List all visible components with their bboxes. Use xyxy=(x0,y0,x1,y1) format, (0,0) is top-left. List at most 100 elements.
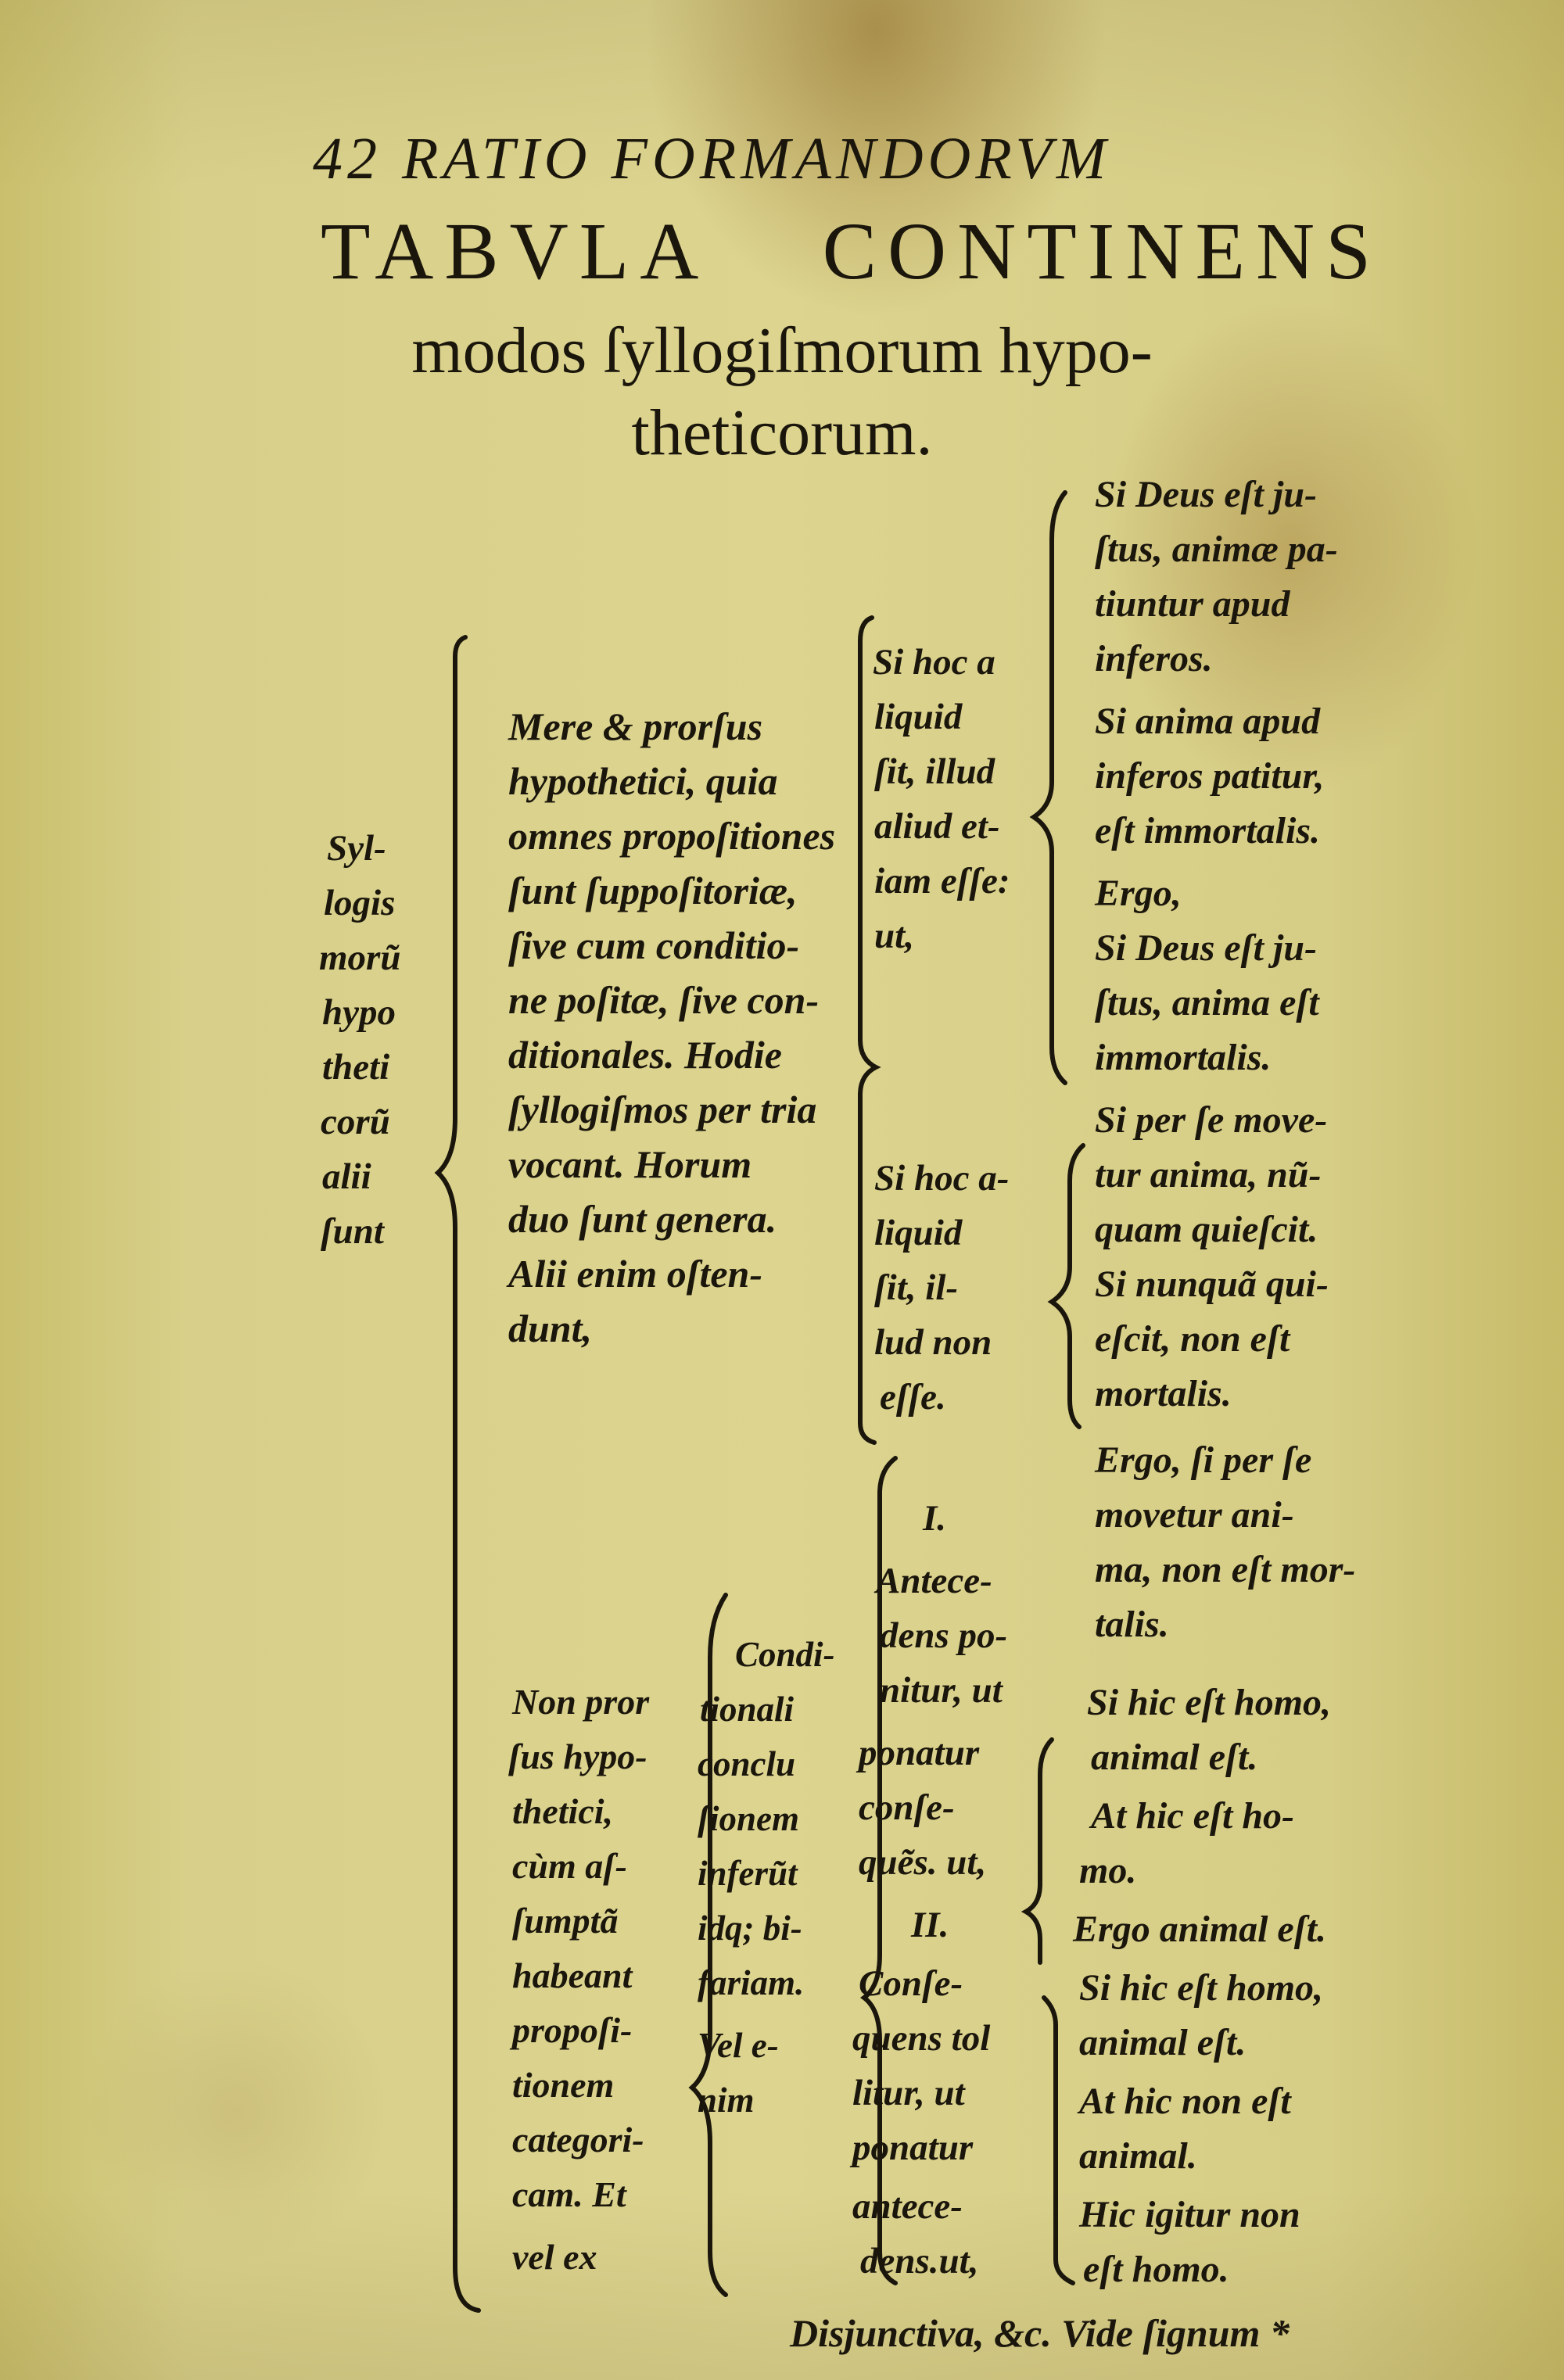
mere-line: Alii enim oſten- xyxy=(508,1252,762,1296)
mere-line: Mere & prorſus xyxy=(508,704,763,748)
si-hoc-a-line: ſit, illud xyxy=(874,751,995,792)
conditionali-line: Vel e- xyxy=(698,2026,779,2065)
example-2-line: Ergo, ſi per ſe xyxy=(1095,1439,1312,1481)
example-2-line: movetur ani- xyxy=(1095,1494,1294,1536)
modes-line: quẽs. ut, xyxy=(859,1842,987,1883)
example-2-line: Si nunquã qui- xyxy=(1095,1263,1329,1305)
example-3-line: Hic igitur non xyxy=(1079,2194,1300,2235)
example-3-line: eſt homo. xyxy=(1083,2249,1229,2290)
non-prorsus-line: Non pror xyxy=(512,1682,650,1722)
conditionali-line: ſionem xyxy=(698,1799,799,1838)
running-head-text: RATIO FORMANDORVM xyxy=(402,126,1111,192)
conditionali-line: fariam. xyxy=(698,1963,805,2002)
footer-catchline: Disjunctiva, &c. Vide ſignum * xyxy=(790,2311,1290,2355)
title-line-2: modos ſyllogiſmorum hypo- xyxy=(411,314,1153,387)
mere-line: duo ſunt genera. xyxy=(508,1197,777,1241)
si-hoc-b-line: lud non xyxy=(874,1322,992,1363)
page-number: 42 xyxy=(313,126,382,192)
example-3-line: animal eſt. xyxy=(1079,2022,1247,2063)
example-1-line: tiuntur apud xyxy=(1095,583,1290,625)
example-2-line: quam quieſcit. xyxy=(1095,1209,1318,1250)
example-1-line: inferos. xyxy=(1095,638,1213,679)
example-3-line: mo. xyxy=(1079,1850,1137,1891)
modes-line: Conſe- xyxy=(859,1963,963,2004)
root-line: ſunt xyxy=(321,1211,384,1252)
example-1-line: Si Deus eſt ju- xyxy=(1095,927,1318,969)
ex2-brace xyxy=(1047,1143,1085,1429)
modes-line: Antece- xyxy=(876,1561,992,1601)
example-3-line: At hic eſt ho- xyxy=(1091,1795,1294,1837)
modes-line: dens.ut, xyxy=(860,2241,979,2281)
root-brace xyxy=(434,635,481,2313)
modes-line: antece- xyxy=(852,2186,963,2227)
si-hoc-b-line: ſit, il- xyxy=(874,1267,959,1308)
mere-line: omnes propoſitiones xyxy=(508,814,836,858)
ex3b-brace xyxy=(1042,1995,1075,2285)
example-3-line: animal. xyxy=(1079,2135,1197,2177)
title-line-3: theticorum. xyxy=(631,396,933,469)
non-prorsus-line: thetici, xyxy=(512,1791,614,1831)
conditionali-brace xyxy=(688,1593,728,2297)
example-2-line: eſcit, non eſt xyxy=(1095,1318,1290,1360)
root-line: theti xyxy=(322,1047,390,1088)
example-1-line: eſt immortalis. xyxy=(1095,810,1320,851)
conditionali-line: Condi- xyxy=(735,1635,835,1674)
modes-line: ponatur xyxy=(852,2127,974,2168)
modes-line: ponatur xyxy=(859,1733,980,1773)
example-2-line: tur anima, nũ- xyxy=(1095,1154,1322,1195)
mere-line: dunt, xyxy=(508,1306,593,1350)
mere-line: vocant. Horum xyxy=(508,1142,752,1186)
si-hoc-a-line: liquid xyxy=(874,697,963,737)
non-prorsus-line: ſus hypo- xyxy=(508,1737,647,1776)
non-prorsus-line: vel ex xyxy=(512,2237,597,2277)
non-prorsus-line: ſumptã xyxy=(512,1901,619,1941)
example-1-line: ſtus, anima eſt xyxy=(1095,982,1319,1023)
example-1-line: ſtus, animæ pa- xyxy=(1095,529,1338,570)
example-1-line: Ergo, xyxy=(1095,873,1182,914)
example-2-line: mortalis. xyxy=(1095,1373,1232,1414)
si-hoc-a-line: Si hoc a xyxy=(873,642,995,683)
modes-line: conſe- xyxy=(859,1787,955,1828)
root-line: logis xyxy=(324,883,396,923)
conditionali-line: nim xyxy=(698,2081,755,2120)
si-hoc-a-line: ut, xyxy=(874,916,914,956)
mere-line: ditionales. Hodie xyxy=(508,1033,782,1077)
conditionali-line: idq; bi- xyxy=(698,1909,802,1948)
example-1-line: immortalis. xyxy=(1095,1037,1272,1078)
ex1-brace xyxy=(1029,490,1067,1085)
title-line-1: TABVLA CONTINENS xyxy=(321,206,1382,296)
example-3-line: At hic non eſt xyxy=(1079,2081,1291,2122)
non-prorsus-line: propoſi- xyxy=(512,2010,633,2050)
si-hoc-b-line: liquid xyxy=(874,1213,963,1253)
non-prorsus-line: cùm aſ- xyxy=(512,1846,627,1886)
root-line: Syl- xyxy=(327,828,386,869)
example-3-line: animal eſt. xyxy=(1091,1737,1258,1778)
root-line: alii xyxy=(322,1156,371,1197)
conditionali-line: tionali xyxy=(700,1690,795,1729)
non-prorsus-line: habeant xyxy=(512,1955,633,1995)
ex3-brace xyxy=(1021,1737,1054,1965)
modes-line: I. xyxy=(923,1498,947,1539)
si-hoc-b-line: Si hoc a- xyxy=(874,1158,1010,1199)
example-3-line: Ergo animal eſt. xyxy=(1073,1909,1327,1950)
non-prorsus-line: tionem xyxy=(512,2065,615,2105)
mere-line: ne poſitæ, ſive con- xyxy=(508,978,820,1022)
modes-line: quens tol xyxy=(852,2018,991,2059)
modes-brace xyxy=(860,1456,898,2285)
si-hoc-a-line: aliud et- xyxy=(874,806,1000,847)
conditionali-line: inferũt xyxy=(698,1854,798,1893)
mere-brace xyxy=(858,615,881,1445)
si-hoc-a-line: iam eſſe: xyxy=(874,861,1010,901)
non-prorsus-line: categori- xyxy=(512,2120,644,2160)
example-2-line: Si per ſe move- xyxy=(1095,1099,1328,1141)
root-line: hypo xyxy=(322,992,396,1033)
modes-line: dens po- xyxy=(880,1615,1008,1656)
mere-line: ſunt ſuppoſitoriæ, xyxy=(508,869,798,912)
example-2-line: talis. xyxy=(1095,1604,1169,1645)
running-head: 42 RATIO FORMANDORVM xyxy=(313,125,1110,193)
example-3-line: Si hic eſt homo, xyxy=(1087,1682,1332,1723)
conditionali-line: conclu xyxy=(698,1744,796,1783)
mere-line: hypothetici, quia xyxy=(508,759,778,803)
modes-line: nitur, ut xyxy=(880,1670,1003,1711)
modes-line: II. xyxy=(911,1905,949,1945)
